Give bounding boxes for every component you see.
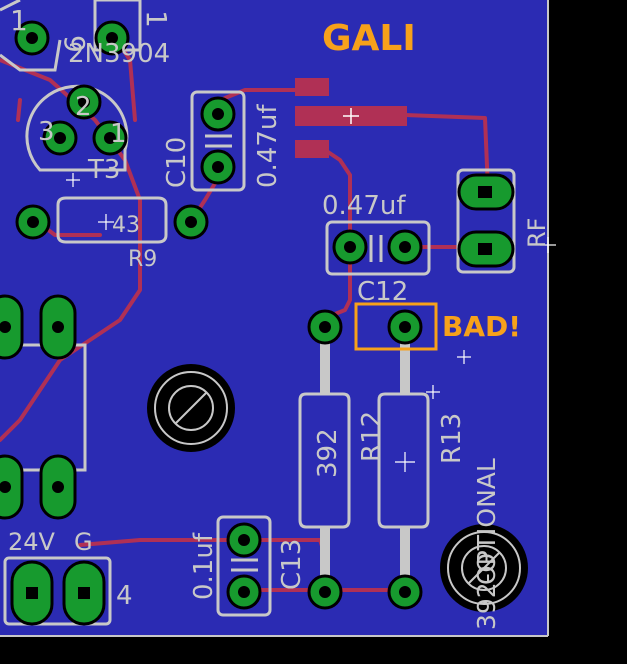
- bad-annotation: BAD!: [442, 310, 521, 343]
- fragment-label: 1: [10, 4, 28, 37]
- pad: [14, 20, 50, 56]
- pad: [39, 454, 77, 520]
- r13-alt-value-label: 392-O: [472, 553, 501, 630]
- pad: [15, 204, 51, 240]
- transistor-pin-2-label: 2: [75, 92, 92, 122]
- bad-highlight-box: [354, 302, 438, 351]
- pad: [387, 229, 423, 265]
- pad: [92, 120, 128, 156]
- power-label: 24V: [8, 528, 56, 556]
- gali-title: GALI: [322, 18, 416, 59]
- pad: [307, 574, 343, 610]
- pad: [387, 574, 423, 610]
- c13-value-label: 0.1uf: [189, 532, 219, 600]
- pad: [226, 574, 262, 610]
- silkscreen-outlines: [0, 0, 516, 626]
- r13-name-label: R13: [437, 413, 467, 464]
- pad: [457, 230, 515, 268]
- pad: [200, 96, 236, 132]
- r9-name-label: R9: [128, 247, 157, 272]
- c13-name-label: C13: [277, 539, 307, 590]
- pad: [0, 454, 24, 520]
- pad: [66, 84, 102, 120]
- mounting-hole-1: [147, 364, 235, 452]
- r12-value-label: 392: [313, 428, 343, 478]
- c12-name-label: C12: [357, 277, 408, 307]
- ground-label: G: [74, 528, 93, 556]
- pad: [42, 120, 78, 156]
- c10-name-label: C10: [162, 137, 192, 188]
- r12-name-label: R12: [357, 411, 387, 462]
- pad: [226, 522, 262, 558]
- transistor-pin-1-label: 1: [110, 119, 127, 149]
- pad: [62, 560, 106, 626]
- transistor-name-label: 2N3904: [68, 39, 170, 69]
- smd-pad: [295, 78, 329, 96]
- transistor-ref-label: T3: [87, 155, 120, 185]
- capacitor-symbols: [205, 134, 383, 572]
- smd-pad: [295, 140, 329, 158]
- rf-label: RF: [523, 218, 551, 248]
- r13-optional-label: OPTIONAL: [472, 458, 501, 585]
- r9-value-label: 43: [112, 213, 140, 238]
- pin-4-label: 4: [116, 581, 133, 611]
- oblong-pads: [0, 173, 515, 626]
- pad: [307, 309, 343, 345]
- origin-markers: [66, 173, 556, 472]
- transistor-pin-3-label: 3: [38, 117, 55, 147]
- c10-value-label: 0.47uf: [253, 104, 283, 188]
- pad: [387, 309, 423, 345]
- pad: [457, 173, 515, 211]
- pad: [39, 294, 77, 360]
- pad: [10, 560, 54, 626]
- pad: [173, 204, 209, 240]
- pad: [332, 229, 368, 265]
- pad: [200, 149, 236, 185]
- pad: [0, 294, 24, 360]
- c12-value-label: 0.47uf: [322, 191, 406, 221]
- fragment-label: 9: [58, 35, 91, 53]
- fragment-label: 1: [140, 10, 173, 28]
- pad: [94, 20, 130, 56]
- round-pads: [14, 20, 423, 610]
- mounting-hole-2: [440, 524, 528, 612]
